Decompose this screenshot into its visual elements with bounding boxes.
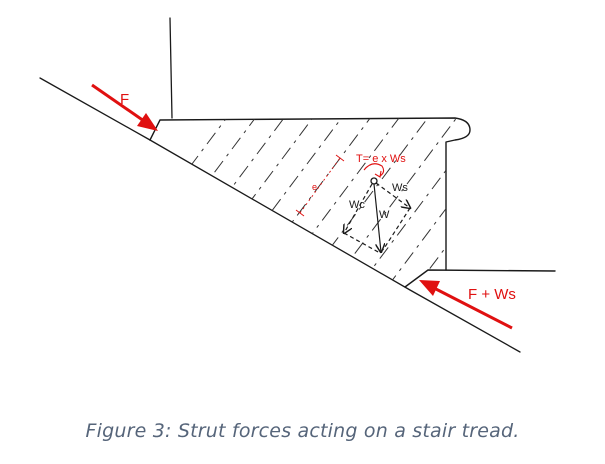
eccentricity-dimension bbox=[295, 154, 345, 217]
force-arrow-top bbox=[91, 83, 158, 131]
stair-tread-diagram: F F + Ws e T= e x Ws W Ws Wc bbox=[39, 17, 556, 353]
upper-riser-line bbox=[169, 17, 173, 119]
ws-force-arrow bbox=[375, 182, 410, 208]
tread-outline bbox=[149, 117, 471, 271]
lower-step-outline bbox=[404, 269, 556, 288]
w-force-arrow bbox=[373, 183, 381, 252]
wc-completion-line bbox=[343, 232, 381, 254]
eccentricity-label: e bbox=[312, 182, 317, 192]
torque-label: T= e x Ws bbox=[356, 153, 406, 165]
ws-completion-line bbox=[382, 207, 411, 251]
wc-force-arrow bbox=[344, 183, 373, 233]
main-stringer-line bbox=[149, 139, 521, 353]
figure-caption: Figure 3: Strut forces acting on a stair… bbox=[85, 420, 520, 442]
ws-label: Ws bbox=[392, 182, 408, 194]
force-arrow-bottom bbox=[419, 280, 513, 330]
tread-hatching bbox=[150, 118, 470, 287]
wc-label: Wc bbox=[349, 199, 365, 211]
upper-stringer-line bbox=[39, 77, 151, 141]
force-label-bottom: F + Ws bbox=[468, 286, 516, 303]
torque-curl-arrow bbox=[363, 163, 385, 178]
w-label: W bbox=[379, 209, 390, 221]
force-label-top: F bbox=[120, 91, 129, 108]
